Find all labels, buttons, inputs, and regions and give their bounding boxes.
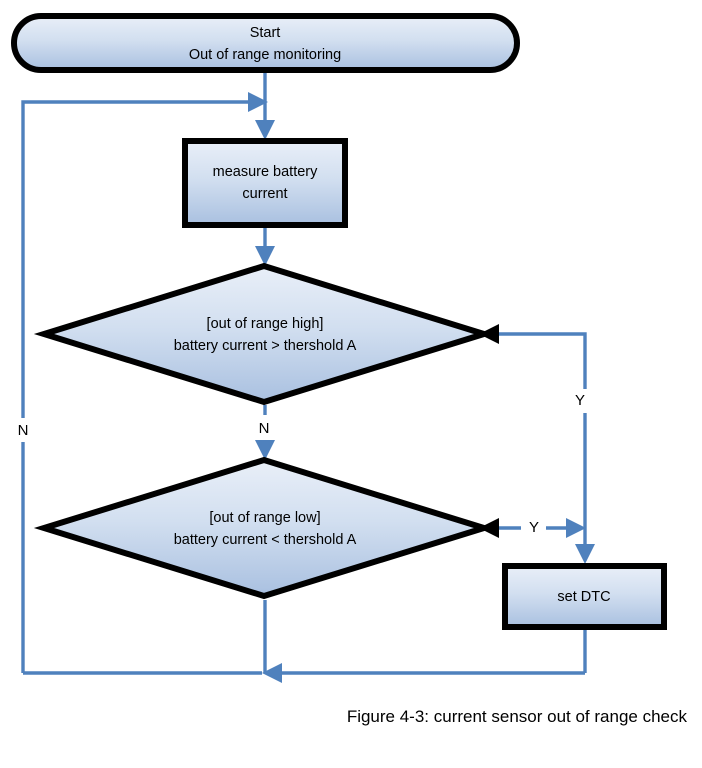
- measure-shape: [182, 138, 348, 228]
- edge-label-high-no: N: [254, 416, 274, 440]
- node-decision-out-of-range-low[interactable]: [out of range low] battery current < the…: [33, 456, 495, 600]
- edge-label-loop-no-text: N: [18, 422, 29, 439]
- decision-high-shape: [33, 262, 495, 406]
- start-label-line1: Start: [250, 25, 281, 41]
- edge-label-high-yes: Y: [570, 389, 590, 413]
- node-set-dtc[interactable]: set DTC: [502, 563, 667, 630]
- figure-caption: Figure 4-3: current sensor out of range …: [347, 707, 688, 726]
- edge-label-low-yes: Y: [523, 516, 545, 540]
- edge-left-loop-to-measure: [21, 92, 268, 673]
- edge-bottom-rail-to-left: [23, 663, 585, 683]
- start-shape: [11, 13, 520, 73]
- edge-label-high-no-text: N: [259, 420, 270, 437]
- edge-high-no-to-low: [255, 405, 275, 460]
- decision-low-label-line2: battery current < thershold A: [174, 532, 357, 548]
- edge-label-loop-no: N: [13, 418, 34, 442]
- set-dtc-shape: [502, 563, 667, 630]
- edge-measure-to-high: [255, 228, 275, 266]
- node-measure-battery-current[interactable]: measure battery current: [182, 138, 348, 228]
- start-label-line2: Out of range monitoring: [189, 47, 341, 63]
- decision-high-label-line1: [out of range high]: [207, 316, 324, 332]
- decision-low-label-line1: [out of range low]: [209, 510, 320, 526]
- decision-high-label-line2: battery current > thershold A: [174, 338, 357, 354]
- measure-label-line2: current: [242, 186, 287, 202]
- node-decision-out-of-range-high[interactable]: [out of range high] battery current > th…: [33, 262, 495, 406]
- node-start[interactable]: Start Out of range monitoring: [11, 13, 520, 73]
- measure-label-line1: measure battery: [213, 164, 319, 180]
- edge-label-low-yes-text: Y: [529, 519, 539, 536]
- set-dtc-label: set DTC: [557, 589, 610, 605]
- edge-label-high-yes-text: Y: [575, 392, 585, 409]
- decision-low-shape: [33, 456, 495, 600]
